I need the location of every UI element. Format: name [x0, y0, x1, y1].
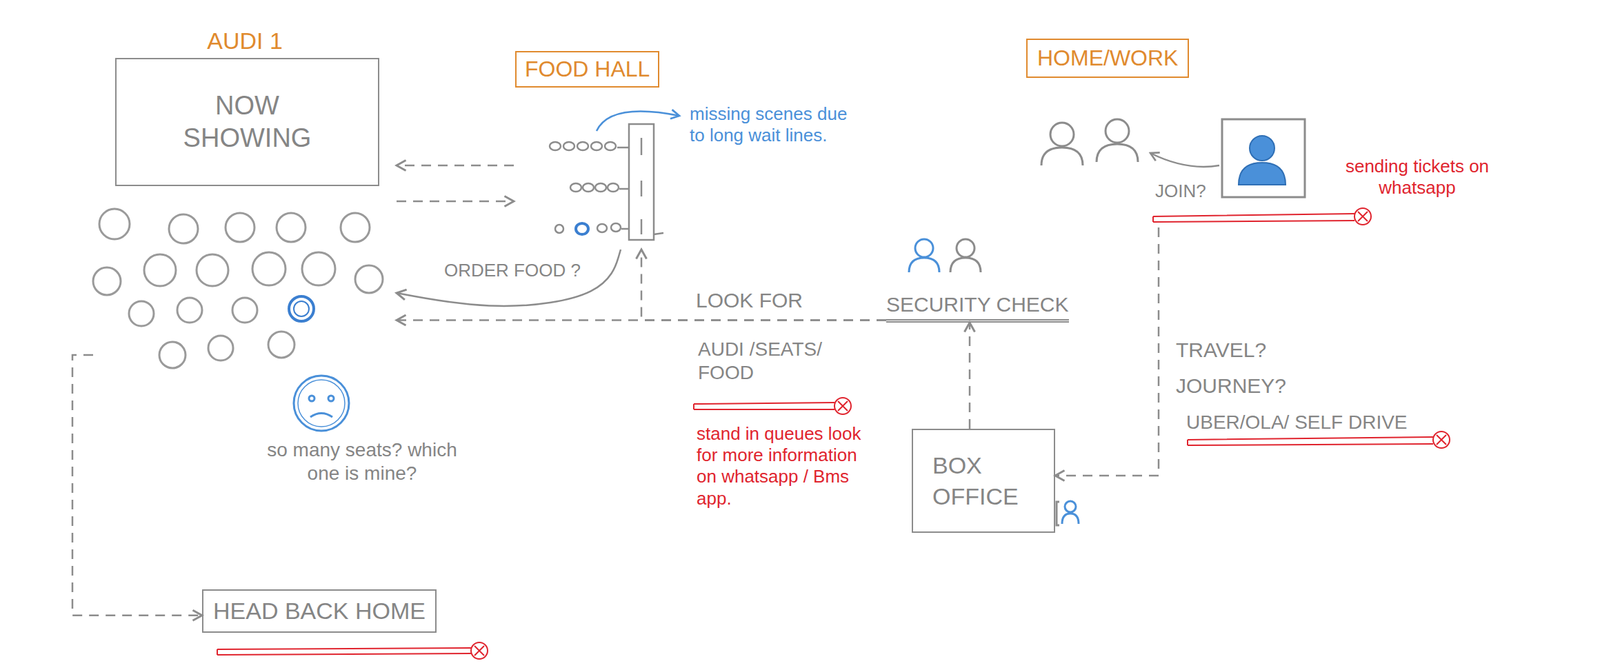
pain-points: [217, 208, 1450, 660]
exit-box: HEAD BACK HOME: [202, 589, 437, 634]
step-label: SECURITY CHECK: [886, 293, 1069, 323]
thought-text: so many seats? which one is mine?: [255, 438, 469, 485]
edge-label: ORDER FOOD ?: [441, 259, 584, 283]
invite-arrow: [1150, 153, 1220, 167]
flow-arrow: [1055, 227, 1159, 476]
pain-note: missing scenes due to long wait lines.: [689, 103, 849, 147]
question-label: JOIN?: [1155, 180, 1207, 203]
pain-note: sending tickets on whatsapp: [1337, 155, 1497, 199]
sad-face: [293, 375, 349, 432]
flow-arrow: [968, 322, 972, 429]
process-box-text: HEAD BACK HOME: [213, 597, 426, 625]
section-heading: AUDI 1: [93, 27, 397, 55]
user-photo: [1222, 119, 1305, 198]
ticket-buyer: [1056, 501, 1079, 526]
security-check: SECURITY CHECK: [886, 293, 1069, 323]
flow-arrow: [72, 355, 203, 616]
section-heading: FOOD HALL: [515, 51, 660, 88]
question-label: TRAVEL?: [1175, 337, 1267, 363]
flow-arrow: [396, 164, 514, 167]
food-counter: [549, 124, 664, 240]
box-office: BOX OFFICE: [911, 428, 1056, 534]
auditorium: AUDI 1NOW SHOWING: [93, 27, 397, 376]
option-label: UBER/OLA/ SELF DRIVE: [1186, 411, 1408, 435]
edge-label: LOOK FOR: [693, 288, 806, 314]
section-heading: HOME/WORK: [1026, 38, 1189, 78]
process-box-text: BOX OFFICE: [932, 450, 1019, 512]
security-people: [908, 239, 981, 273]
note-pointer: [596, 111, 680, 132]
food-hall: FOOD HALL: [513, 48, 676, 250]
friends: [1041, 119, 1138, 166]
screen-box: NOW SHOWING: [115, 57, 380, 187]
flow-arrow: [641, 249, 887, 321]
flow-arrow: [396, 200, 514, 203]
step-note: AUDI /SEATS/ FOOD: [697, 337, 843, 385]
flow-arrow: [396, 249, 621, 307]
seats: [93, 208, 383, 369]
question-label: JOURNEY?: [1175, 373, 1287, 399]
pain-note: stand in queues look for more informatio…: [696, 423, 866, 510]
